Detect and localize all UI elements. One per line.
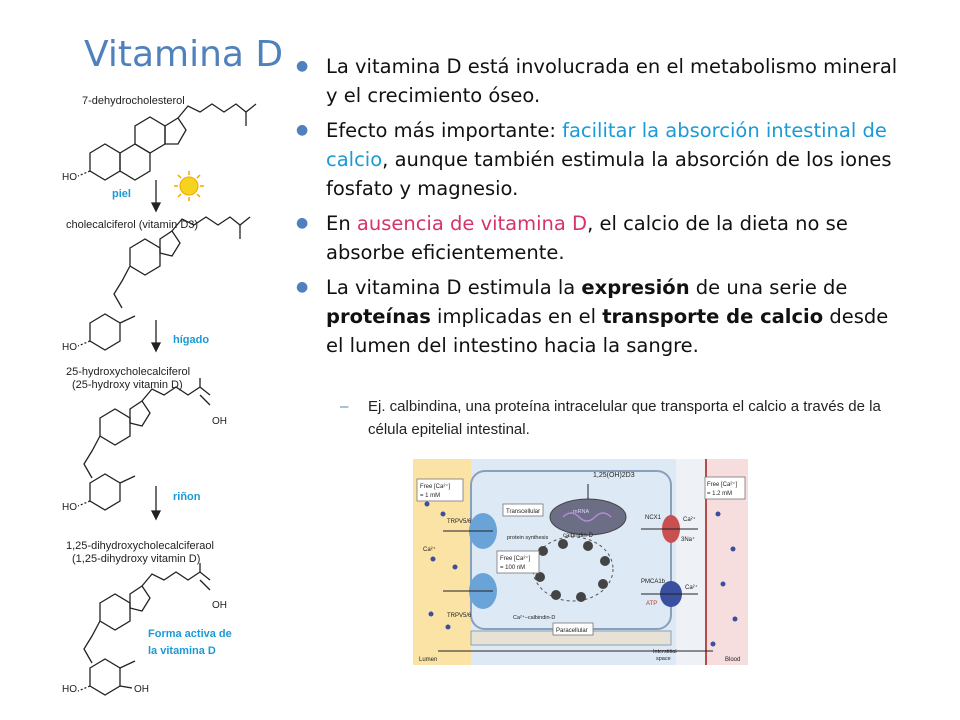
- lumen-free-label: Free [Ca²⁺]: [420, 483, 451, 490]
- compound-4a-label: 1,25-dihydroxycholecalciferaol: [66, 540, 214, 552]
- compound-1-label: 7-dehydrocholesterol: [82, 95, 185, 107]
- ca-calbindin-label: Ca²⁺–calbindin-D: [513, 614, 555, 621]
- ca-label: Ca²⁺: [423, 546, 436, 553]
- bullet-item: ● La vitamina D está involucrada en el m…: [296, 52, 906, 110]
- ncx1-label: NCX1: [645, 515, 662, 521]
- step-kidney-label: riñon: [173, 491, 201, 503]
- active-form-label-a: Forma activa de: [148, 628, 232, 640]
- interstitial-label-b: space: [656, 656, 671, 662]
- na-label: 3Na⁺: [681, 536, 695, 543]
- vitamin-d-synthesis-pathway: 7-dehydrocholesterol HO piel cholecalcif…: [62, 95, 257, 696]
- paracellular-label: Paracellular: [556, 628, 588, 634]
- bold-text: proteínas: [326, 305, 431, 328]
- mrna-label: mRNA: [573, 509, 590, 515]
- hormone-label: 1,25(OH)2D3: [593, 472, 635, 479]
- calbindin-label: calbindin-D: [563, 533, 594, 539]
- interstitial-label-a: Interstitial: [653, 649, 677, 655]
- lumen-free-value: = 1 mM: [420, 493, 440, 499]
- ho-label: HO: [62, 502, 77, 513]
- pmca-label: PMCA1b: [641, 579, 666, 585]
- bullet-icon: ●: [296, 122, 309, 138]
- transcellular-label: Transcellular: [506, 509, 540, 515]
- slide-title: Vitamina D: [84, 34, 284, 75]
- bullet-icon: ●: [296, 58, 309, 74]
- ring-d: [164, 117, 187, 145]
- ho-label: HO: [62, 684, 77, 695]
- side-chain: [177, 103, 257, 119]
- bullet-item: ● La vitamina D estimula la expresión de…: [296, 273, 906, 360]
- ho-label: HO: [62, 342, 77, 353]
- blood-free-label: Free [Ca²⁺]: [707, 481, 738, 488]
- compound-3b-label: (25-hydroxy vitamin D): [72, 379, 183, 391]
- protein-synthesis-label: protein synthesis: [507, 535, 549, 541]
- sub-bullet: – Ej. calbindina, una proteína intracelu…: [340, 395, 888, 441]
- ca-label: Ca²⁺: [683, 516, 696, 523]
- cell-free-label: Free [Ca²⁺]: [500, 555, 531, 562]
- ring-b: [119, 143, 151, 181]
- sun-icon: [174, 171, 204, 201]
- bold-text: transporte de calcio: [602, 305, 824, 328]
- step-skin-label: piel: [112, 188, 131, 200]
- ho-label: HO: [62, 172, 77, 183]
- oh-label: OH: [134, 684, 149, 695]
- ring-c: [134, 116, 166, 154]
- bullet-list: ● La vitamina D está involucrada en el m…: [296, 52, 906, 366]
- lumen-label: Lumen: [419, 657, 437, 663]
- active-form-label-b: la vitamina D: [148, 645, 216, 657]
- bullet-icon: ●: [296, 279, 309, 295]
- oh-label: OH: [212, 416, 227, 427]
- cell-free-value: = 100 nM: [500, 565, 525, 571]
- compound-4b-label: (1,25-dihydroxy vitamin D): [72, 553, 200, 565]
- calcium-transport-figure: Free [Ca²⁺] = 1 mM Free [Ca²⁺] = 1.2 mM …: [413, 459, 748, 665]
- bullet-item: ● En ausencia de vitamina D, el calcio d…: [296, 209, 906, 267]
- ring-a: [89, 143, 121, 181]
- ca-label: Ca²⁺: [685, 584, 698, 591]
- bullet-icon: ●: [296, 215, 309, 231]
- blood-label: Blood: [725, 657, 740, 663]
- compound-3a-label: 25-hydroxycholecalciferol: [66, 366, 190, 378]
- highlight-text: facilitar la absorción intestinal de cal…: [326, 119, 887, 171]
- trpv-top-label: TRPV5/6: [447, 519, 472, 525]
- bold-text: expresión: [581, 276, 690, 299]
- bullet-item: ● Efecto más importante: facilitar la ab…: [296, 116, 906, 203]
- trpv-bottom-label: TRPV5/6: [447, 613, 472, 619]
- step-liver-label: hígado: [173, 334, 209, 346]
- oh-label: OH: [212, 600, 227, 611]
- atp-label: ATP: [646, 601, 657, 607]
- dash-icon: –: [340, 398, 349, 415]
- compound-2-label: cholecalciferol (vitamin D3): [66, 219, 198, 231]
- blood-free-value: = 1.2 mM: [707, 491, 732, 497]
- highlight-text: ausencia de vitamina D: [356, 212, 588, 235]
